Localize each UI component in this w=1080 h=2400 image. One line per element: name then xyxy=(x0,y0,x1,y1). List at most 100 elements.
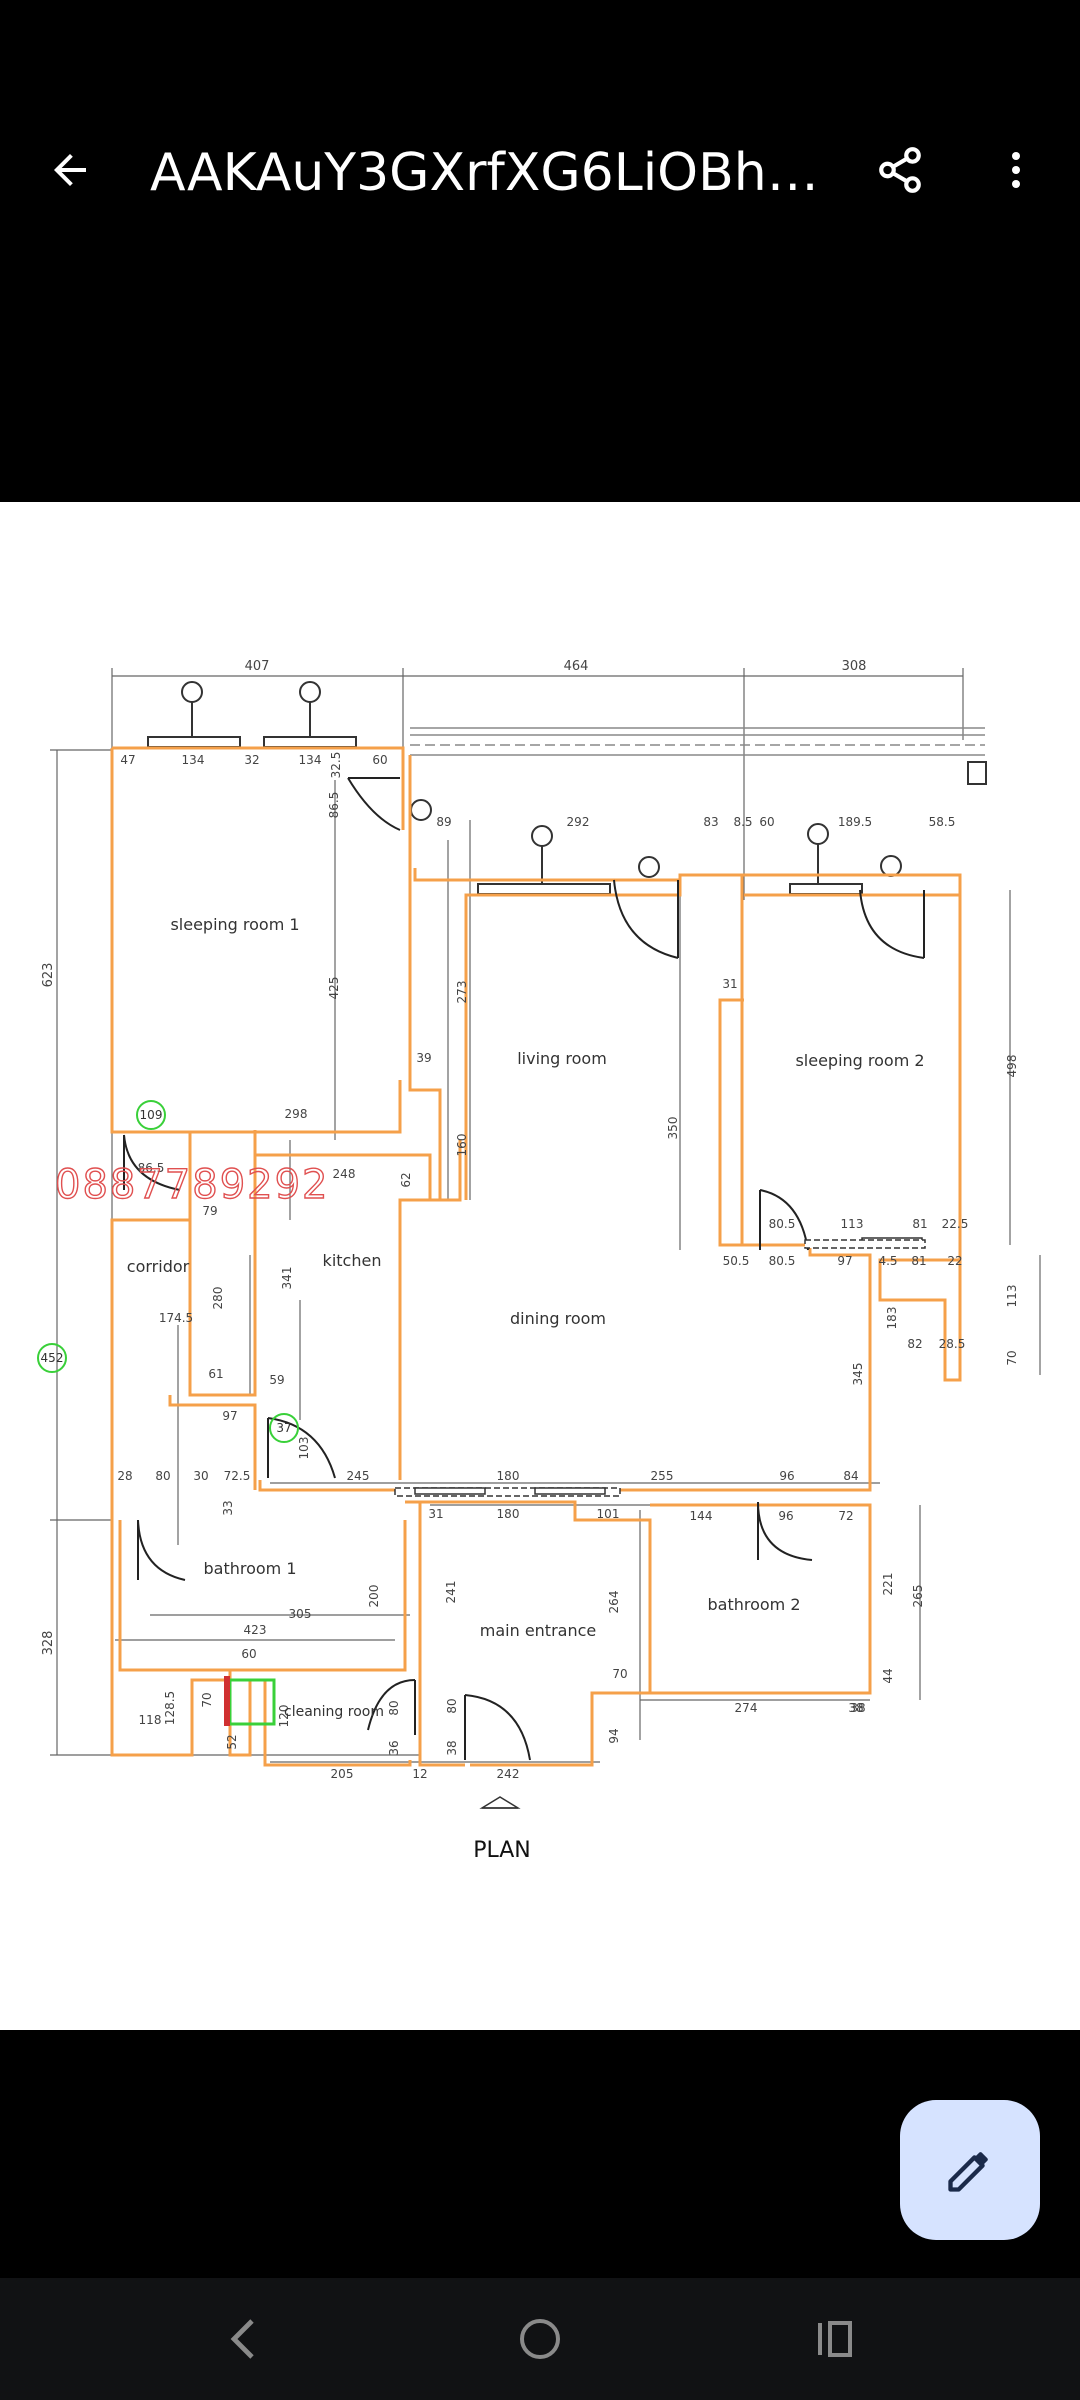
dim: 160 xyxy=(455,1134,469,1157)
dim: 60 xyxy=(241,1647,256,1661)
dim: 255 xyxy=(651,1469,674,1483)
dim: 31 xyxy=(428,1507,443,1521)
dim: 248 xyxy=(333,1167,356,1181)
back-button[interactable] xyxy=(30,130,110,210)
dim: 60 xyxy=(372,753,387,767)
dim: 341 xyxy=(280,1267,294,1290)
dim: 205 xyxy=(331,1767,354,1781)
dim: 128.5 xyxy=(163,1691,177,1725)
more-vert-icon xyxy=(1012,152,1020,188)
dim: 38 xyxy=(445,1740,459,1755)
dim: 70 xyxy=(612,1667,627,1681)
dim: 38 xyxy=(850,1701,865,1715)
edit-pencil-icon xyxy=(948,2152,988,2192)
dim: 350 xyxy=(666,1117,680,1140)
more-options-button[interactable] xyxy=(976,130,1056,210)
dim: 264 xyxy=(607,1591,621,1614)
dim: 59 xyxy=(269,1373,284,1387)
dim: 183 xyxy=(885,1307,899,1330)
dim: 180 xyxy=(497,1507,520,1521)
nav-recents-button[interactable] xyxy=(776,2278,896,2400)
room-main-entrance: main entrance xyxy=(480,1621,596,1640)
dim-top-464: 464 xyxy=(564,659,589,674)
dim: 33 xyxy=(221,1500,235,1515)
dim: 80.5 xyxy=(769,1254,796,1268)
dim: 242 xyxy=(497,1767,520,1781)
watermark-phone: 0887789292 xyxy=(55,1162,330,1208)
dim: 79 xyxy=(202,1204,217,1218)
circled-452: 452 xyxy=(41,1351,64,1365)
dim: 80 xyxy=(445,1698,459,1713)
dim: 81 xyxy=(912,1217,927,1231)
dim: 113 xyxy=(841,1217,864,1231)
dim: 62 xyxy=(399,1172,413,1187)
dim: 96 xyxy=(778,1509,793,1523)
dim: 174.5 xyxy=(159,1311,193,1325)
dim: 44 xyxy=(881,1668,895,1683)
dim: 28.5 xyxy=(939,1337,966,1351)
share-icon xyxy=(879,147,921,193)
dim: 265 xyxy=(911,1585,925,1608)
dim: 70 xyxy=(1005,1350,1019,1365)
dim: 70 xyxy=(200,1692,214,1707)
dim: 80.5 xyxy=(769,1217,796,1231)
dim: 50.5 xyxy=(723,1254,750,1268)
nav-home-button[interactable] xyxy=(480,2278,600,2400)
plan-caption: PLAN xyxy=(473,1838,531,1863)
dim: 82 xyxy=(907,1337,922,1351)
dim: 72.5 xyxy=(224,1469,251,1483)
dim: 101 xyxy=(597,1507,620,1521)
dim: 22 xyxy=(947,1254,962,1268)
room-dining-room: dining room xyxy=(510,1309,606,1328)
room-bathroom-1: bathroom 1 xyxy=(203,1559,296,1578)
dim: 81 xyxy=(911,1254,926,1268)
dim: 241 xyxy=(444,1581,458,1604)
edit-button[interactable] xyxy=(900,2100,1040,2240)
dim: 280 xyxy=(211,1287,225,1310)
dim: 39 xyxy=(416,1051,431,1065)
dim: 28 xyxy=(117,1469,132,1483)
share-button[interactable] xyxy=(860,130,940,210)
room-kitchen: kitchen xyxy=(323,1251,382,1270)
dim: 189.5 xyxy=(838,815,872,829)
nav-back-button[interactable] xyxy=(184,2278,304,2400)
dim: 84 xyxy=(843,1469,858,1483)
dim: 425 xyxy=(327,977,341,1000)
dim: 134 xyxy=(299,753,322,767)
dim-top-308: 308 xyxy=(842,659,867,674)
dim: 120 xyxy=(277,1705,291,1728)
dim: 52 xyxy=(225,1734,239,1749)
dim: 113 xyxy=(1005,1285,1019,1308)
dim: 96 xyxy=(779,1469,794,1483)
dim: 94 xyxy=(607,1728,621,1743)
room-bathroom-2: bathroom 2 xyxy=(707,1595,800,1614)
circled-109: 109 xyxy=(140,1108,163,1122)
dim: 31 xyxy=(722,977,737,991)
dim: 245 xyxy=(347,1469,370,1483)
dim: 423 xyxy=(244,1623,267,1637)
dim: 274 xyxy=(735,1701,758,1715)
nav-home-icon xyxy=(520,2319,560,2359)
dim: 80 xyxy=(387,1700,401,1715)
dim: 83 xyxy=(703,815,718,829)
app-bar: AAKAuY3GXrfXG6LiOBhE… xyxy=(0,0,1080,502)
room-sleeping-room-2: sleeping room 2 xyxy=(795,1051,924,1070)
document-viewer[interactable]: 109 452 37 407 464 308 623 328 47 134 32… xyxy=(0,502,1080,2030)
arrow-left-icon xyxy=(54,154,86,186)
room-living-room: living room xyxy=(517,1049,607,1068)
dim: 8.5 xyxy=(733,815,752,829)
file-title: AAKAuY3GXrfXG6LiOBhE… xyxy=(150,143,840,203)
dim: 118 xyxy=(139,1713,162,1727)
nav-recents-icon xyxy=(818,2321,852,2357)
dim: 4.5 xyxy=(878,1254,897,1268)
dim: 22.5 xyxy=(942,1217,969,1231)
dim-left-328: 328 xyxy=(41,1631,56,1656)
dim: 134 xyxy=(182,753,205,767)
dim: 273 xyxy=(455,981,469,1004)
room-sleeping-room-1: sleeping room 1 xyxy=(170,915,299,934)
dim: 86.5 xyxy=(327,792,341,819)
dim: 200 xyxy=(367,1585,381,1608)
nav-back-icon xyxy=(230,2319,254,2359)
dim: 221 xyxy=(881,1573,895,1596)
dim: 61 xyxy=(208,1367,223,1381)
